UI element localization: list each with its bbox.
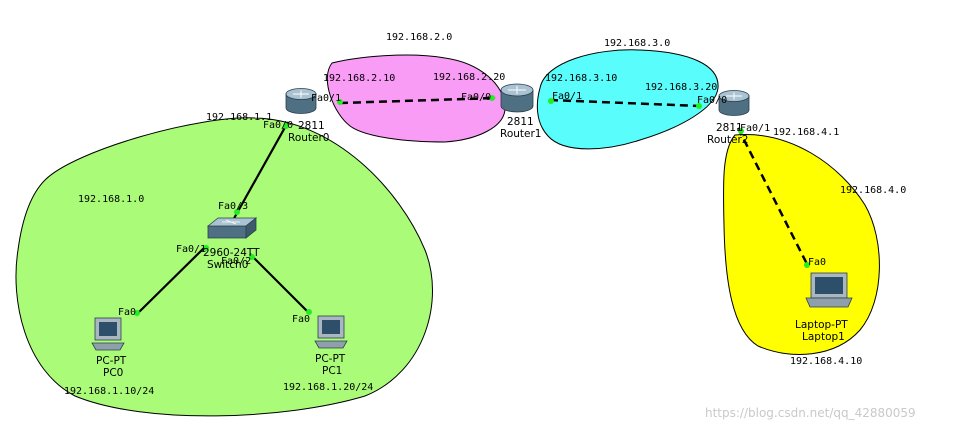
port-label-r0-fa01: Fa0/1: [311, 93, 341, 104]
port-dot-r0-fa01: [337, 99, 343, 105]
port-dot-r1-fa00: [489, 95, 495, 101]
port-dot-pc0-fa0: [134, 310, 140, 316]
port-dot-r1-fa01: [548, 98, 554, 104]
port-label-pc0-fa0: Fa0: [118, 307, 136, 318]
switch0-model: 2960-24TT: [203, 247, 260, 259]
port-dot-r2-fa01: [738, 128, 744, 134]
router1-model: 2811: [507, 116, 534, 128]
address-label-pc0: 192.168.1.10/24: [64, 386, 154, 397]
router0[interactable]: 2811 Router0: [285, 88, 329, 145]
address-labels: 192.168.1.1 192.168.2.10 192.168.2.20 19…: [64, 72, 862, 397]
pc0[interactable]: PC-PT PC0: [91, 317, 127, 379]
port-label-sw-fa03: Fa0/3: [218, 201, 248, 212]
address-label-laptop1: 192.168.4.10: [790, 356, 862, 367]
network-label-wan-2: 192.168.2.0: [386, 32, 452, 43]
switch-icon: [206, 217, 258, 239]
link-switch0-pc0[interactable]: [135, 245, 207, 316]
router2-name: Router2: [707, 134, 748, 146]
router0-name: Router0: [288, 132, 329, 144]
watermark-text: https://blog.csdn.net/qq_42880059: [705, 406, 916, 420]
switch0[interactable]: 2960-24TT Switch0: [203, 217, 260, 271]
link-router0-router1[interactable]: [339, 96, 497, 105]
router2[interactable]: 2811 Router2: [707, 90, 750, 147]
address-label-r1-fa00: 192.168.2.20: [433, 72, 505, 83]
address-label-r1-fa01: 192.168.3.10: [545, 73, 617, 84]
pc1-model: PC-PT: [315, 353, 346, 365]
port-label-r1-fa00: Fa0/0: [461, 92, 491, 103]
network-area-wan-2: [326, 54, 506, 143]
port-labels: Fa0/1 Fa0/0 Fa0/0 Fa0/1 Fa0/0 Fa0/1 Fa0/…: [118, 91, 826, 325]
network-label-wan-3: 192.168.3.0: [604, 38, 670, 49]
pc0-name: PC0: [103, 367, 123, 379]
router1[interactable]: 2811 Router1: [500, 83, 541, 140]
laptop1-model: Laptop-PT: [795, 319, 848, 331]
pc1-name: PC1: [322, 365, 342, 377]
laptop1[interactable]: Laptop-PT Laptop1: [795, 272, 853, 343]
port-status-dots: [134, 95, 810, 316]
port-label-sw-fa01: Fa0/1: [176, 244, 206, 255]
pc0-model: PC-PT: [96, 355, 127, 367]
port-dot-sw-fa03: [234, 209, 240, 215]
port-label-r2-fa01: Fa0/1: [740, 123, 770, 134]
address-label-r0-fa00: 192.168.1.1: [206, 112, 272, 123]
laptop1-name: Laptop1: [802, 331, 845, 343]
port-label-r0-fa00: Fa0/0: [263, 120, 293, 131]
network-labels: 192.168.1.0 192.168.2.0 192.168.3.0 192.…: [78, 32, 906, 205]
port-dot-r0-fa00: [283, 123, 289, 129]
link-router0-switch0[interactable]: [231, 121, 289, 223]
router-icon: [718, 90, 750, 116]
router0-model: 2811: [298, 120, 325, 132]
port-dot-sw-fa01: [203, 245, 209, 251]
port-label-r2-fa00: Fa0/0: [697, 95, 727, 106]
network-area-wan-3: [536, 49, 719, 150]
port-label-pc1-fa0: Fa0: [292, 314, 310, 325]
network-label-lan0: 192.168.1.0: [78, 194, 144, 205]
router-icon: [500, 83, 534, 113]
address-label-r2-fa00: 192.168.3.20: [645, 82, 717, 93]
laptop-icon: [805, 272, 853, 308]
address-label-r2-fa01: 192.168.4.1: [773, 127, 839, 138]
router-icon: [285, 88, 317, 114]
pc-icon: [314, 315, 348, 349]
port-label-sw-fa02: Fa0/2: [221, 256, 251, 267]
port-dot-lap-fa0: [804, 262, 810, 268]
port-dot-sw-fa02: [249, 254, 255, 260]
pc1[interactable]: PC-PT PC1: [314, 315, 348, 377]
address-label-r0-fa01: 192.168.2.10: [323, 73, 395, 84]
port-dot-pc1-fa0: [306, 309, 312, 315]
link-switch0-pc1[interactable]: [249, 253, 309, 313]
router2-model: 2811: [716, 122, 743, 134]
pc-icon: [91, 317, 125, 351]
network-label-lan4: 192.168.4.0: [840, 185, 906, 196]
address-label-pc1: 192.168.1.20/24: [283, 382, 373, 393]
port-label-r1-fa01: Fa0/1: [552, 91, 582, 102]
port-dot-r2-fa00: [696, 103, 702, 109]
switch0-name: Switch0: [207, 259, 248, 271]
port-label-lap-fa0: Fa0: [808, 257, 826, 268]
router1-name: Router1: [500, 128, 541, 140]
